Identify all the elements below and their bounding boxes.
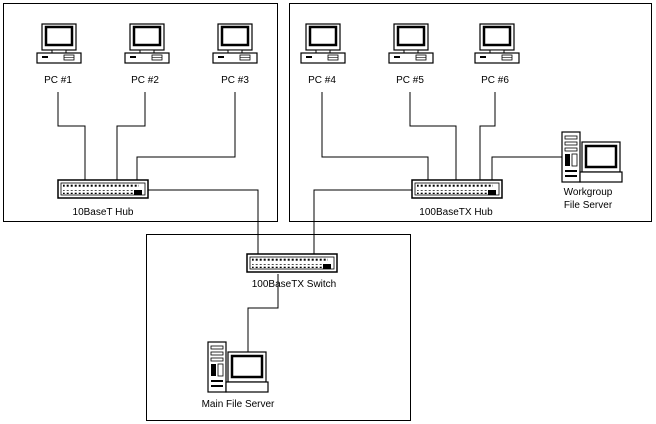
file-server-icon [206, 340, 270, 394]
pc-6-label: PC #6 [481, 75, 509, 86]
workgroup-server-label-line2: File Server [564, 200, 613, 211]
cable-pc6-hub [479, 92, 496, 180]
cable-pc2-hub [116, 92, 146, 180]
desktop-pc-icon [299, 22, 347, 65]
network-switch-icon [246, 253, 338, 273]
file-server-icon [560, 130, 624, 184]
pc-2-label: PC #2 [131, 75, 159, 86]
cable-100basetx-hub-switch [313, 189, 412, 254]
pc-5-label: PC #5 [396, 75, 424, 86]
core-segment-box [146, 234, 411, 421]
cable-pc4-hub [321, 92, 429, 180]
right-segment-box [289, 3, 652, 222]
desktop-pc-icon [387, 22, 435, 65]
cable-10baset-hub-switch [146, 189, 259, 254]
pc-3-label: PC #3 [221, 75, 249, 86]
10baset-hub-label: 10BaseT Hub [73, 207, 134, 218]
main-server-label: Main File Server [202, 399, 275, 410]
cable-workgroup-server-hub [491, 156, 562, 180]
desktop-pc-icon [123, 22, 171, 65]
switch-label: 100BaseTX Switch [252, 279, 337, 290]
network-hub-icon [57, 179, 149, 199]
desktop-pc-icon [211, 22, 259, 65]
cable-pc3-hub [136, 92, 236, 180]
cable-switch-main-server [247, 274, 279, 360]
pc-1-label: PC #1 [44, 75, 72, 86]
pc-4-label: PC #4 [308, 75, 336, 86]
cables [57, 92, 562, 360]
left-segment-box [3, 3, 278, 222]
cable-pc1-hub [57, 92, 86, 180]
cable-pc5-hub [409, 92, 457, 180]
workgroup-server-label-line1: Workgroup [564, 187, 613, 198]
desktop-pc-icon [35, 22, 83, 65]
100basetx-hub-label: 100BaseTX Hub [419, 207, 493, 218]
network-hub-icon [411, 179, 503, 199]
desktop-pc-icon [473, 22, 521, 65]
